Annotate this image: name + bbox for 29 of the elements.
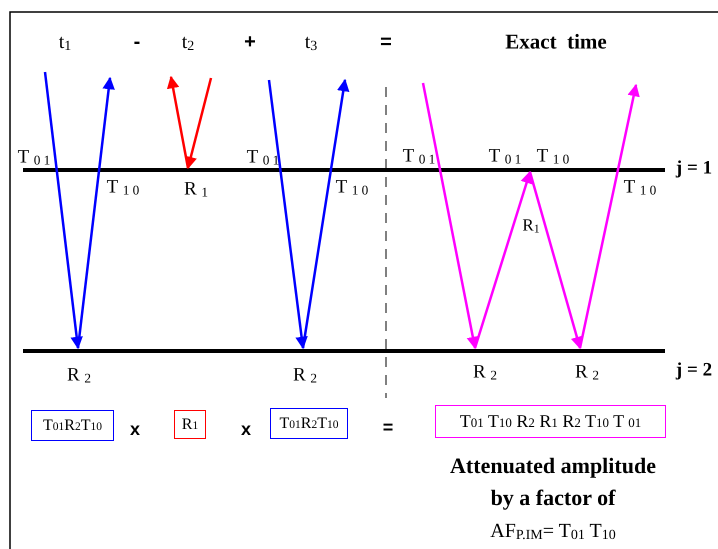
coefficient-label: T $_{0 1}$	[18, 148, 50, 166]
coefficient-label: R $_{2}$	[292, 366, 318, 384]
formula-term: t$_{3}$	[304, 32, 318, 52]
formula-text: AF$_{P.IM}$= T$_{01}$ T$_{10}$	[490, 521, 616, 541]
coefficient-label: T $_{1 0}$	[536, 146, 570, 166]
coefficient-label: T $_{1 0}$	[106, 178, 140, 196]
coefficient-label: T $_{1 0}$	[336, 178, 368, 196]
operator-sign: =	[380, 32, 392, 52]
coefficient-label: R$_{1}$	[522, 216, 540, 234]
formula-term: t$_{2}$	[182, 32, 194, 52]
operator-sign: -	[134, 32, 140, 52]
coefficient-label: R $_{1}$	[184, 180, 208, 198]
operator-sign: +	[244, 32, 256, 52]
interface-label: j = 1	[676, 158, 712, 178]
heading: Exact time	[505, 32, 607, 52]
coefficient-label: R $_{2}$	[472, 362, 498, 382]
result-text: Attenuated amplitude	[450, 455, 656, 477]
coefficient-label: R $_{2}$	[574, 362, 600, 382]
result-text: by a factor of	[490, 487, 616, 509]
operator-sign: x	[241, 420, 251, 438]
coefficient-label: T $_{0 1}$	[488, 146, 522, 166]
coefficient-label: T $_{0 1}$	[246, 148, 280, 166]
formula-term: t$_{1}$	[58, 32, 72, 52]
operator-sign: =	[382, 418, 394, 436]
coefficient-label: T $_{1 0}$	[624, 178, 656, 196]
operator-sign: x	[130, 420, 140, 438]
interface-label: j = 2	[676, 360, 712, 380]
coefficient-label: T $_{0 1}$	[402, 146, 436, 166]
coefficient-label: R $_{2}$	[66, 366, 92, 384]
